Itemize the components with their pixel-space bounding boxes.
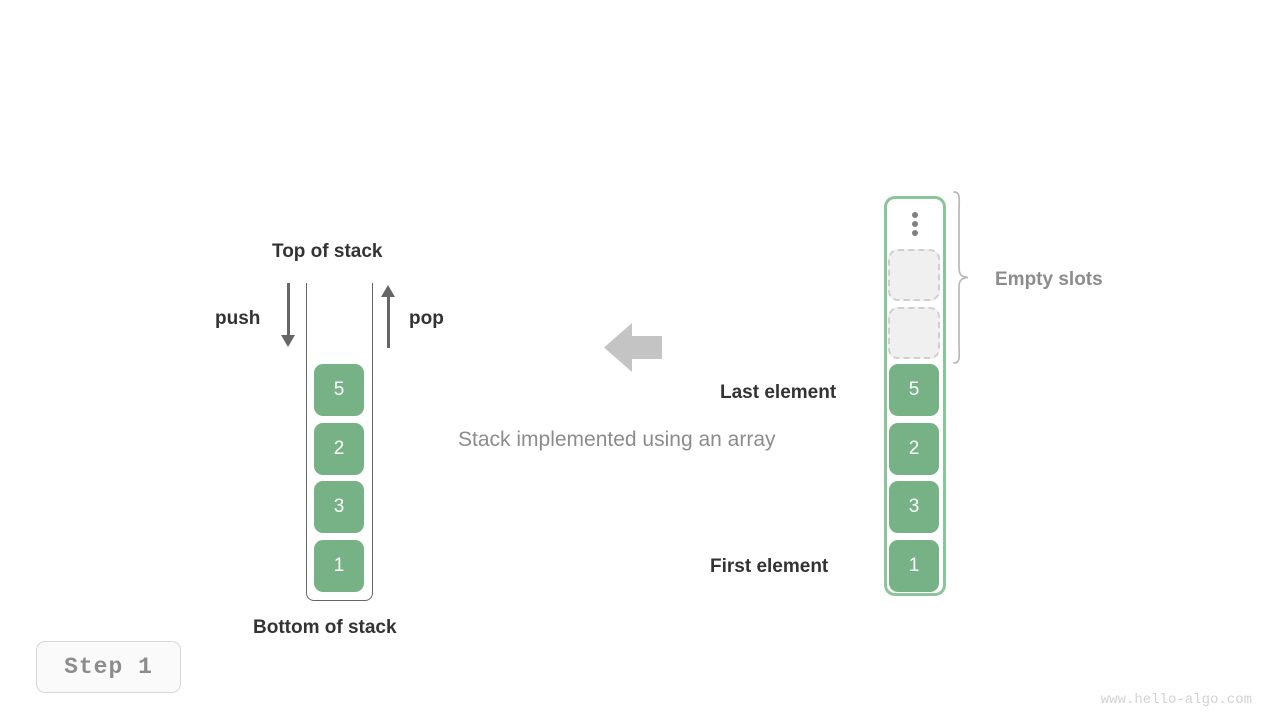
array-cell: 2: [889, 423, 939, 475]
stack-floor: [306, 560, 373, 601]
push-label: push: [215, 308, 261, 329]
pop-label: pop: [409, 308, 444, 329]
array-empty-slot: [888, 249, 940, 301]
stack-cell: 2: [314, 423, 364, 475]
step-badge-label: Step 1: [64, 654, 153, 680]
array-cell: 1: [889, 540, 939, 592]
watermark: www.hello-algo.com: [1100, 692, 1252, 708]
stack-cell: 3: [314, 481, 364, 533]
empty-slots-brace-icon: [953, 191, 969, 364]
figure-caption: Stack implemented using an array: [458, 428, 776, 451]
pop-arrow-shaft: [387, 296, 390, 348]
first-element-label: First element: [710, 556, 829, 577]
array-cell: 3: [889, 481, 939, 533]
array-cell: 5: [889, 364, 939, 416]
top-of-stack-label: Top of stack: [272, 241, 383, 262]
array-empty-slot: [888, 307, 940, 359]
stack-cell: 1: [314, 540, 364, 592]
stack-cell: 5: [314, 364, 364, 416]
bottom-of-stack-label: Bottom of stack: [253, 617, 397, 638]
stack-left-wall: [306, 283, 307, 593]
push-arrow-shaft: [287, 283, 290, 337]
left-block-arrow-icon: [604, 323, 662, 372]
push-arrow-head-icon: [281, 335, 295, 347]
step-badge: Step 1: [36, 641, 181, 693]
empty-slots-label: Empty slots: [995, 269, 1103, 290]
stack-right-wall: [372, 283, 373, 593]
last-element-label: Last element: [720, 382, 837, 403]
pop-arrow-head-icon: [381, 285, 395, 297]
